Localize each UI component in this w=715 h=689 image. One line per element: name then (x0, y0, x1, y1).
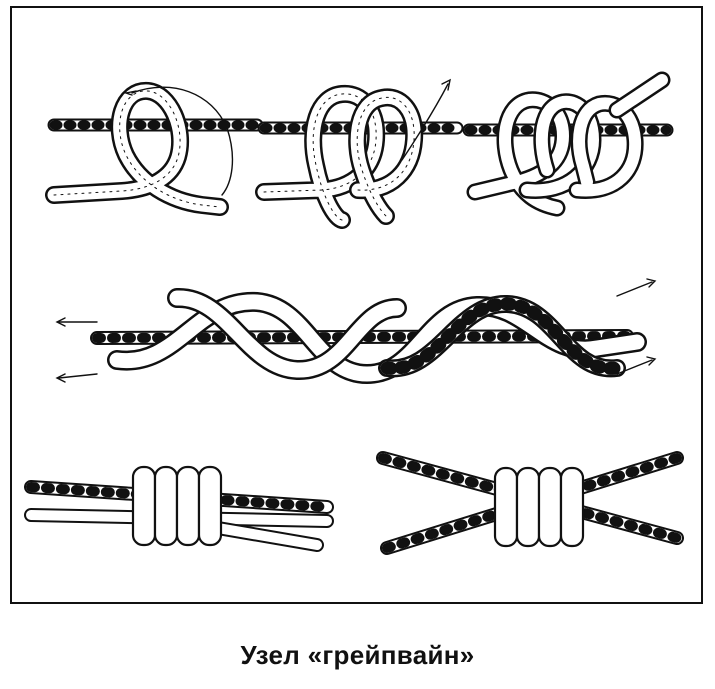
step-3-illustration (462, 70, 677, 230)
finished-knot-crossed (376, 438, 687, 568)
step-2-illustration (255, 70, 464, 240)
illustration-frame (10, 6, 703, 604)
step-4-illustration (55, 278, 657, 398)
finished-knot-parallel (24, 453, 337, 558)
figure-caption: Узел «грейпвайн» (240, 640, 475, 670)
step-1-illustration (45, 73, 264, 233)
